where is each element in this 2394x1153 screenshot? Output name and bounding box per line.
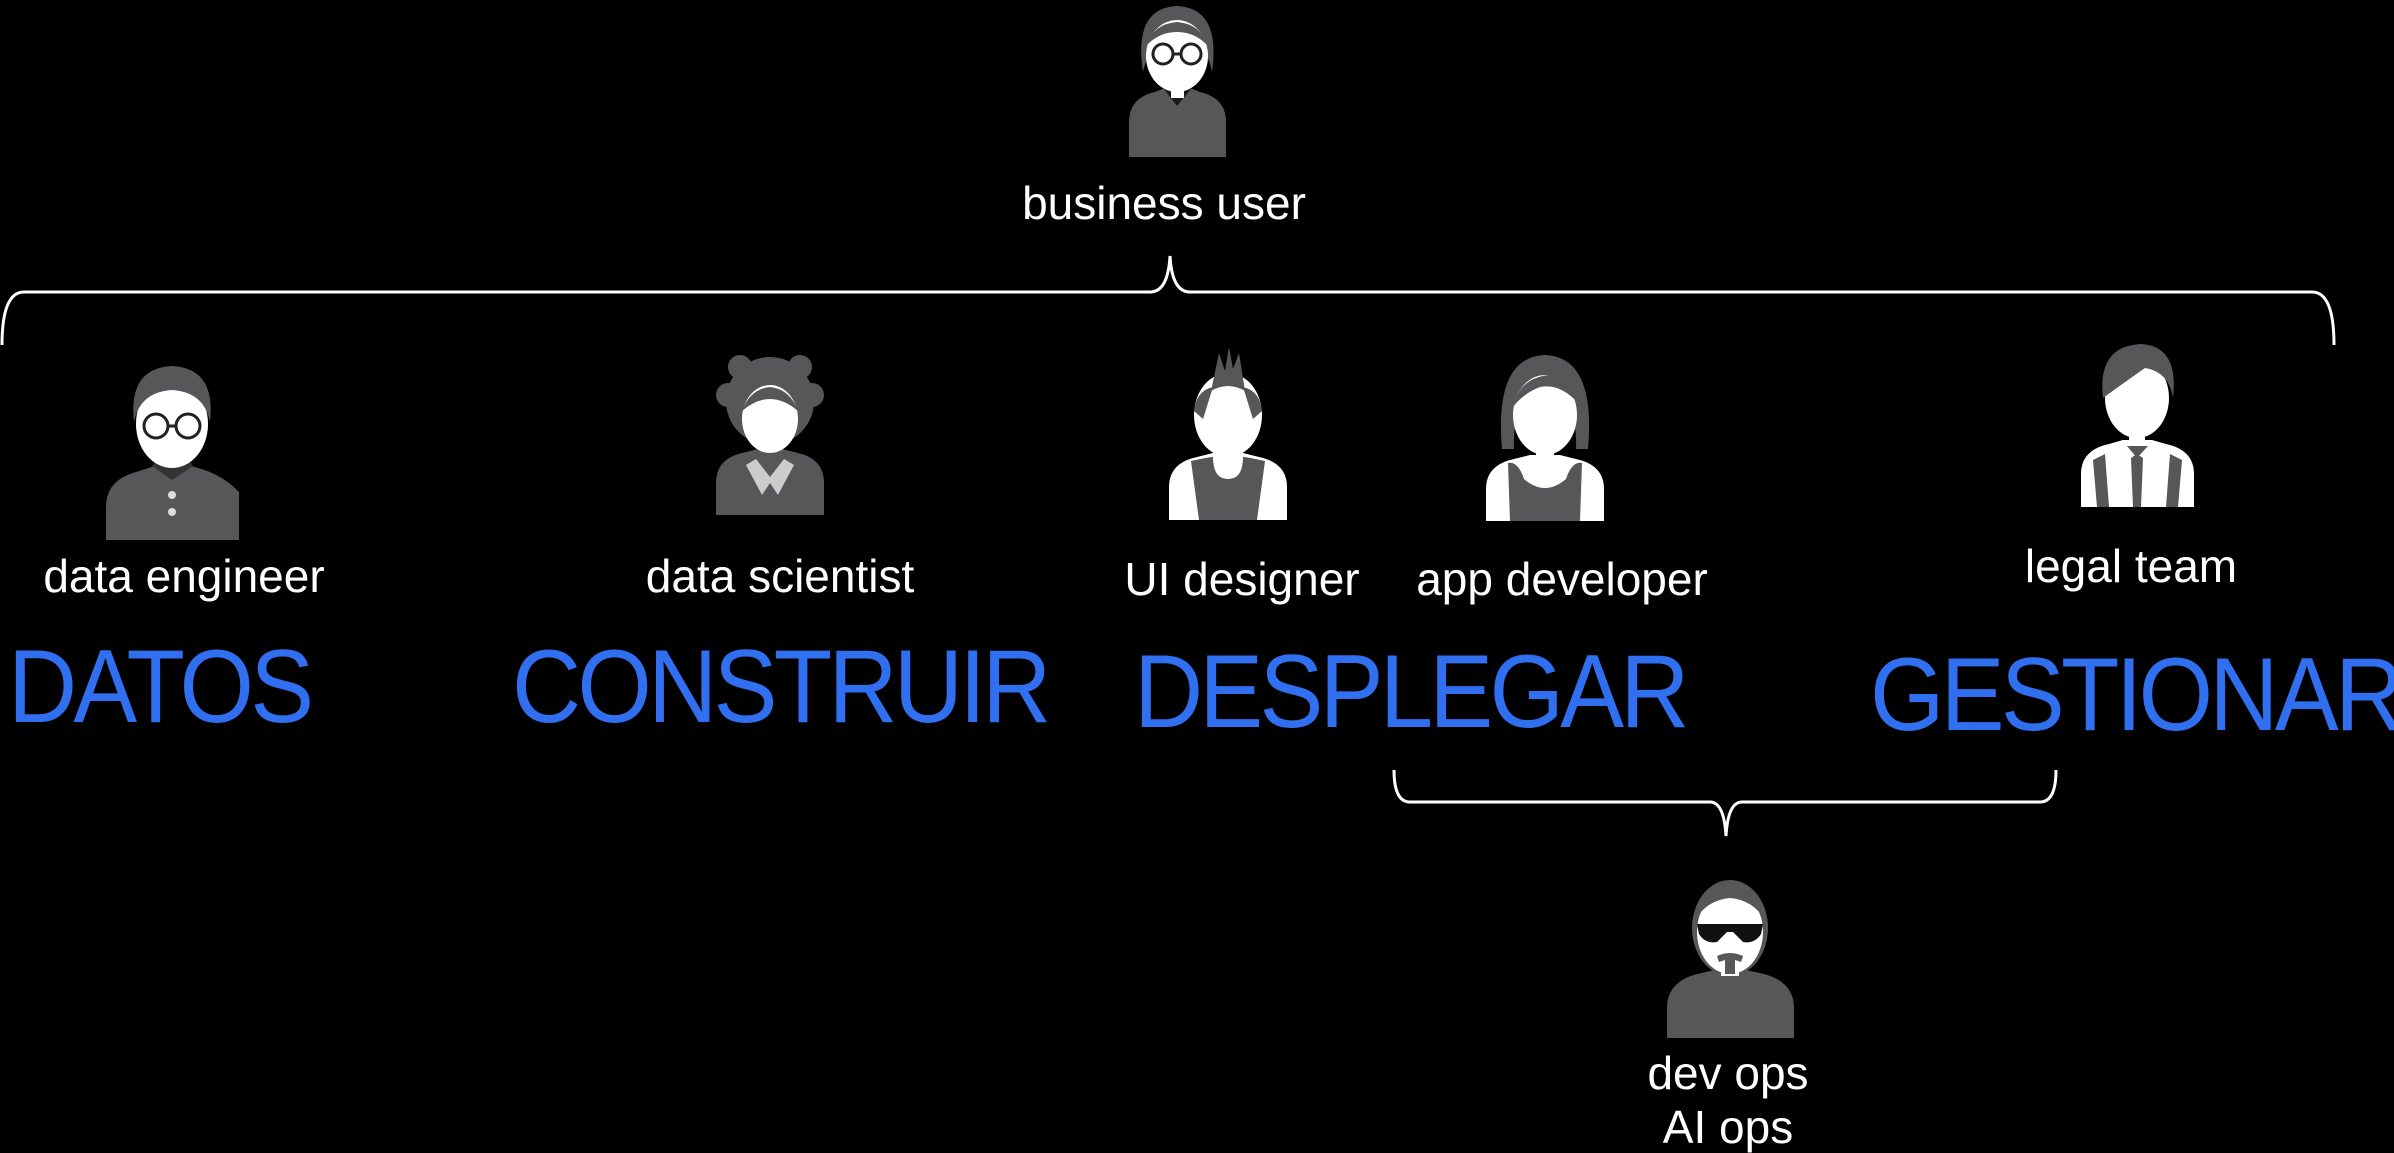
businessman-icon (2081, 344, 2194, 507)
bald-sunglasses-man-icon (1667, 880, 1794, 1038)
mohawk-person-icon (1169, 347, 1287, 520)
woman-glasses-icon (1129, 6, 1226, 157)
man-glasses-icon (106, 366, 239, 540)
top-bracket (0, 255, 2336, 346)
role-aiops: AI ops (1662, 1101, 1794, 1153)
phase-datos: DATOS (8, 629, 314, 745)
bottom-bracket (1392, 769, 2058, 837)
role-data-engineer: data engineer (43, 550, 325, 602)
role-app-developer: app developer (1416, 553, 1708, 605)
phase-desplegar: DESPLEGAR (1134, 634, 1689, 750)
phase-gestionar: GESTIONAR (1870, 637, 2394, 753)
role-data-scientist: data scientist (645, 550, 915, 602)
role-ui-designer: UI designer (1124, 553, 1360, 605)
role-devops: dev ops (1647, 1047, 1809, 1099)
woman-icon (1486, 355, 1604, 521)
role-business-user: business user (1022, 177, 1306, 229)
role-legal-team: legal team (2024, 540, 2238, 592)
phase-construir: CONSTRUIR (512, 629, 1051, 745)
curly-hair-person-icon (716, 355, 824, 515)
